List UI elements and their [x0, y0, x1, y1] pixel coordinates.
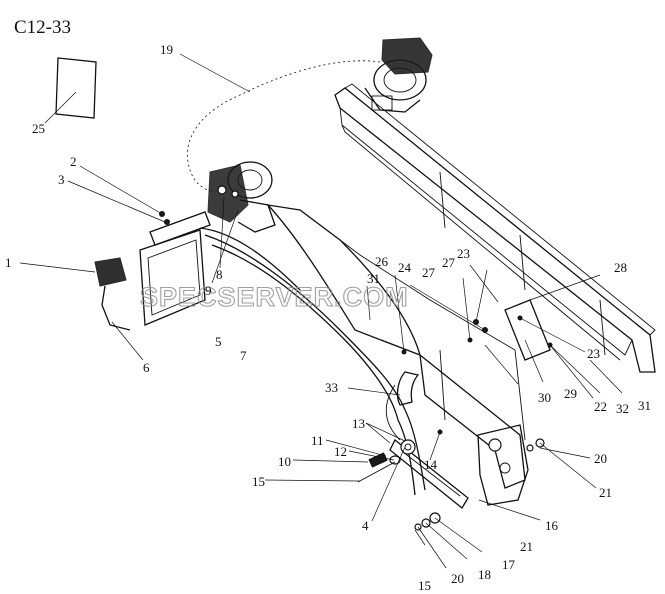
callout-28: 28 [614, 260, 627, 275]
pivot-bracket [414, 424, 545, 531]
callout-29: 29 [564, 386, 577, 401]
callout-4: 4 [362, 518, 369, 533]
rear-valve-assembly [364, 37, 433, 113]
callout-8: 8 [216, 267, 223, 282]
callout-27-right: 27 [442, 255, 456, 270]
callout-1: 1 [5, 255, 12, 270]
callout-11: 11 [311, 433, 324, 448]
callout-18: 18 [478, 567, 491, 582]
callout-25: 25 [32, 121, 45, 136]
callout-27-left: 27 [422, 265, 436, 280]
callout-3: 3 [58, 172, 65, 187]
part-label-plate [55, 57, 97, 119]
leader-lines [19, 53, 623, 569]
tilt-cylinder [357, 371, 469, 509]
callouts: 1 2 3 4 5 6 7 8 9 10 11 12 13 14 15 15 1… [5, 42, 651, 593]
main-frame [266, 204, 526, 489]
callout-12: 12 [334, 444, 347, 459]
callout-17: 17 [502, 557, 516, 572]
callout-14: 14 [424, 457, 438, 472]
callout-16: 16 [545, 518, 559, 533]
callout-21-right: 21 [599, 485, 612, 500]
callout-26: 26 [375, 254, 389, 269]
callout-33: 33 [325, 380, 338, 395]
callout-22: 22 [594, 399, 607, 414]
callout-2: 2 [70, 154, 77, 169]
hoses [199, 227, 426, 496]
callout-23-upper: 23 [457, 246, 470, 261]
frame-rail [334, 83, 656, 373]
callout-19: 19 [160, 42, 173, 57]
callout-15-upper: 15 [252, 474, 265, 489]
diagram-title: C12-33 [14, 17, 71, 38]
callout-20-right: 20 [594, 451, 607, 466]
switch-box [94, 257, 131, 331]
callout-32: 32 [616, 401, 629, 416]
callout-30: 30 [538, 390, 551, 405]
callout-6: 6 [143, 360, 150, 375]
watermark: SPECSERVER.COM [140, 282, 409, 312]
callout-24: 24 [398, 260, 412, 275]
callout-31-upper: 31 [367, 271, 380, 286]
small-hardware [401, 299, 553, 435]
callout-20-lower: 20 [451, 571, 464, 586]
callout-31-right: 31 [638, 398, 651, 413]
callout-23-right: 23 [587, 346, 600, 361]
callout-5: 5 [215, 334, 222, 349]
callout-7: 7 [240, 348, 247, 363]
callout-13: 13 [352, 416, 365, 431]
callout-21-lower: 21 [520, 539, 533, 554]
callout-9: 9 [205, 283, 212, 298]
callout-10: 10 [278, 454, 291, 469]
front-valve-assembly [207, 161, 276, 233]
callout-15-lower: 15 [418, 578, 431, 593]
